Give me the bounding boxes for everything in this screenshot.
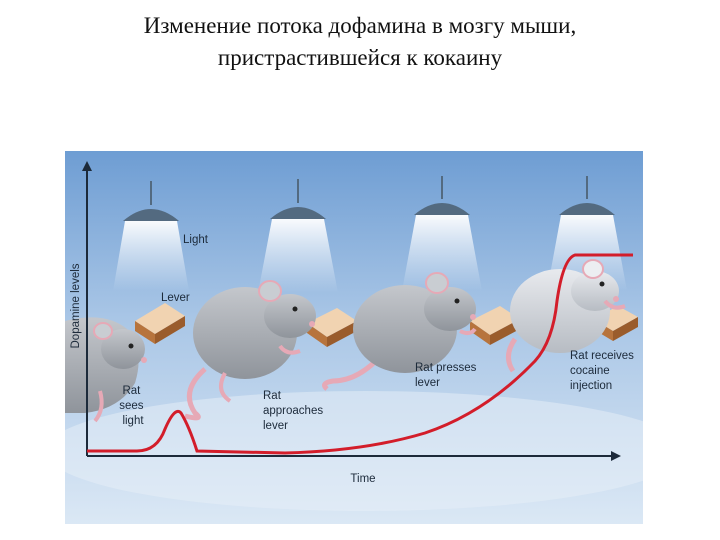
stage4-line-3: injection — [570, 380, 612, 392]
lever-box-3 — [470, 306, 520, 345]
stage1-line-3: light — [122, 415, 144, 427]
stage2-label: Rat approaches lever — [263, 390, 326, 432]
stage3-line-2: lever — [415, 377, 440, 389]
rat-3 — [322, 272, 477, 391]
rat-1 — [65, 317, 147, 423]
slide-title: Изменение потока дофамина в мозгу мыши, … — [0, 10, 720, 74]
light-label: Light — [183, 234, 209, 246]
y-axis — [82, 161, 92, 456]
lamp-1 — [113, 181, 189, 291]
y-axis-label: Dopamine levels — [70, 263, 82, 348]
lamp-2 — [258, 179, 338, 293]
dopamine-curve — [87, 253, 633, 455]
stage3-label: Rat presses lever — [415, 362, 480, 389]
stage4-line-2: cocaine — [570, 365, 610, 377]
stage2-line-1: Rat — [263, 390, 282, 402]
dopamine-illustration: Dopamine levels Time Light Lever Rat see… — [65, 151, 643, 524]
lamp-3 — [402, 176, 482, 291]
floor-shadow — [65, 391, 643, 511]
stage1-line-2: sees — [119, 400, 144, 412]
title-line-1: Изменение потока дофамина в мозгу мыши, — [143, 13, 577, 38]
lever-label: Lever — [161, 292, 190, 304]
stage3-line-1: Rat presses — [415, 362, 477, 374]
lever-box-2 — [307, 308, 357, 347]
lever-box-1 — [135, 303, 185, 344]
x-axis-label: Time — [350, 473, 375, 485]
rat-2 — [184, 280, 316, 421]
x-axis — [87, 451, 621, 461]
stage4-label: Rat receives cocaine injection — [570, 350, 637, 392]
rat-4 — [506, 259, 626, 373]
stage1-line-1: Rat — [122, 385, 141, 397]
stage1-label: Rat sees light — [119, 385, 147, 427]
title-line-2: пристрастившейся к кокаину — [217, 45, 503, 70]
stage2-line-3: lever — [263, 420, 288, 432]
stage2-line-2: approaches — [263, 405, 323, 417]
stage4-line-1: Rat receives — [570, 350, 634, 362]
